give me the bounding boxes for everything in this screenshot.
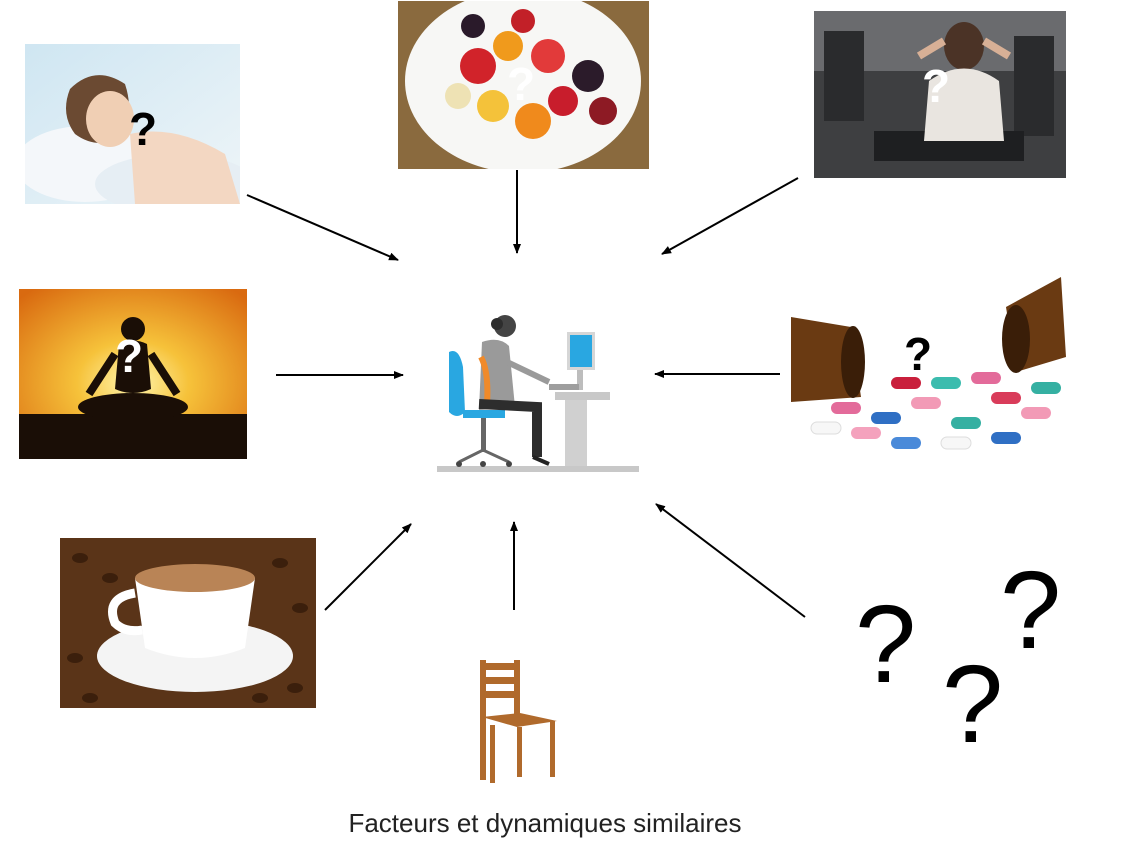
unknown-question-mark-2: ? (942, 643, 1004, 766)
exercise-question-mark: ? (922, 60, 951, 112)
office-worker-at-desk-icon (437, 315, 639, 472)
arrow-coffee (324, 523, 412, 611)
arrow-unknown (655, 503, 806, 618)
gym-workout-photo (814, 11, 1066, 178)
arrow-exercise (661, 177, 799, 255)
caption: Facteurs et dynamiques similaires (348, 808, 742, 838)
unknown-question-mark-1: ? (855, 583, 917, 706)
meditation-photo: ? (19, 289, 247, 459)
chair-photo (472, 655, 562, 785)
coffee-photo: ? (60, 538, 316, 708)
pills-bottles-photo (791, 277, 1066, 460)
wooden-chair-photo (472, 655, 562, 785)
unknown-question-mark-3: ? (1000, 549, 1062, 672)
meditation-question-mark: ? (115, 330, 144, 382)
fruit-bowl-photo (398, 1, 649, 169)
medication-question-mark: ? (904, 328, 933, 380)
coffee-cup-photo (60, 538, 316, 708)
meditation-sunset-photo (19, 289, 247, 459)
office-worker-illustration (437, 312, 639, 474)
sleep-question-mark: ? (129, 103, 158, 155)
coffee-question-mark: ? (172, 585, 201, 637)
exercise-photo: ? (814, 11, 1066, 178)
arrow-sleep (246, 194, 399, 261)
diet-question-mark: ? (507, 58, 536, 110)
diet-photo: ? (398, 1, 649, 169)
medication-photo: ? (791, 277, 1066, 460)
sleeping-woman-photo (25, 44, 240, 204)
sleep-photo: ? (25, 44, 240, 204)
